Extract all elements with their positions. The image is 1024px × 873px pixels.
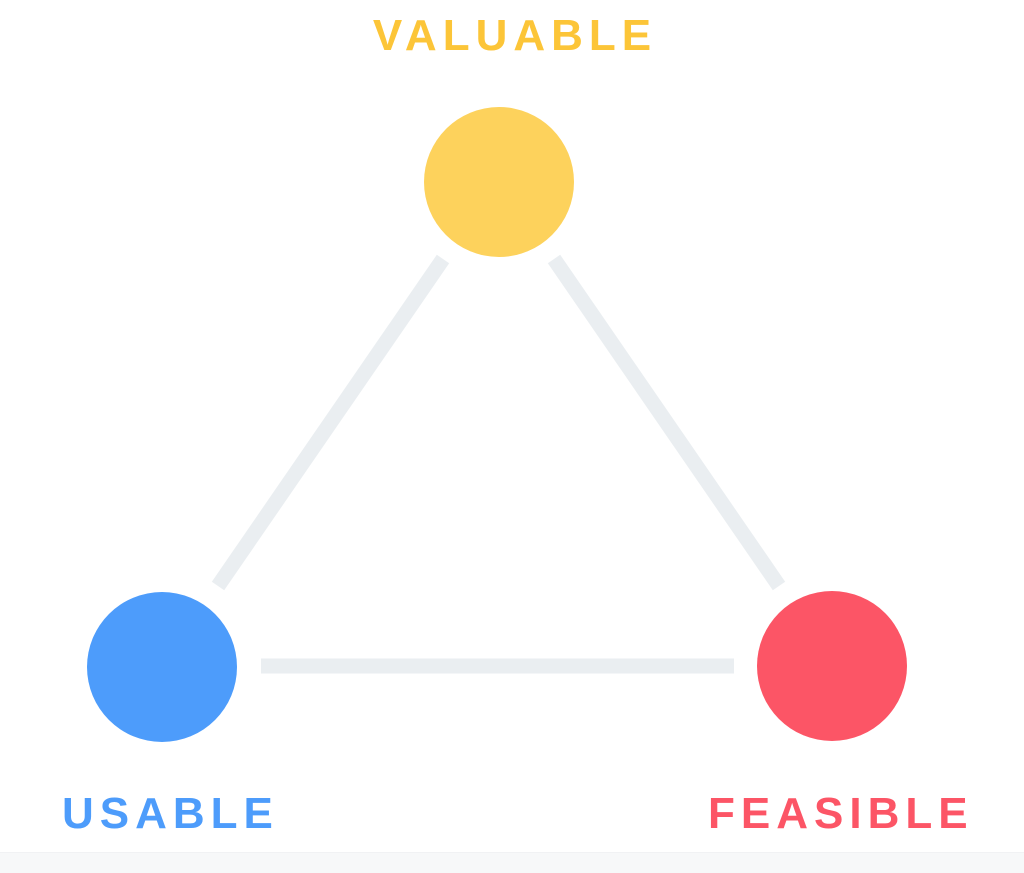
connector-valuable-feasible <box>547 254 786 591</box>
node-circle-usable[interactable] <box>87 592 237 742</box>
connector-group <box>211 254 786 674</box>
node-label-valuable: VALUABLE <box>372 11 658 60</box>
node-group <box>87 107 907 742</box>
footer-strip <box>0 852 1024 873</box>
node-circle-valuable[interactable] <box>424 107 574 257</box>
node-label-usable: USABLE <box>62 789 279 838</box>
connector-valuable-usable <box>211 254 450 591</box>
node-label-feasible: FEASIBLE <box>708 789 974 838</box>
node-circle-feasible[interactable] <box>757 591 907 741</box>
